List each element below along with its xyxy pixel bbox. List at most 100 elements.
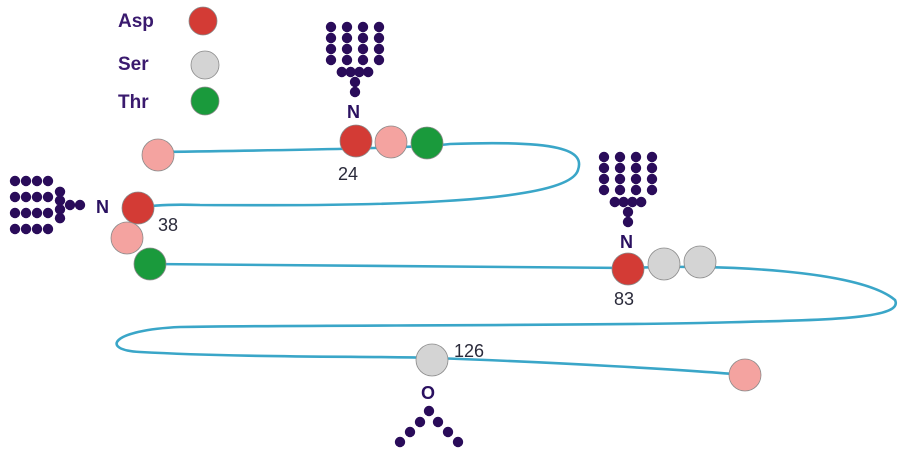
sugar-residue — [341, 43, 353, 55]
sugar-residue — [42, 207, 54, 219]
sugar-residue — [31, 207, 43, 219]
legend-label-asp: Asp — [118, 11, 154, 32]
legend-label-thr: Thr — [118, 92, 149, 113]
residue-pink — [374, 125, 408, 159]
sugar-residue — [9, 175, 21, 187]
sugar-residue — [354, 66, 365, 78]
sugar-residue — [20, 223, 32, 235]
sugar-residue — [373, 32, 385, 44]
n-glycan-tree-83 — [598, 151, 658, 228]
sugar-residue — [349, 86, 361, 98]
residue-pink — [141, 138, 175, 172]
sugar-residue — [452, 436, 464, 448]
sugar-residue — [341, 21, 353, 33]
site-atom-n83: N — [620, 232, 633, 252]
n-glycan-tree-24 — [325, 21, 385, 98]
sugar-residue — [336, 66, 347, 78]
sugar-residue — [404, 426, 416, 438]
sugar-residue — [432, 416, 444, 428]
legend-label-ser: Ser — [118, 54, 149, 75]
sugar-residue — [646, 151, 658, 163]
sugar-residue — [630, 184, 642, 196]
residue-asp-24 — [339, 124, 373, 158]
sugar-residue — [646, 162, 658, 174]
sugar-residue — [345, 66, 356, 78]
sugar-residue — [423, 405, 435, 417]
sugar-residue — [31, 223, 43, 235]
protein-chain — [115, 141, 898, 377]
legend-swatch-asp — [188, 6, 218, 36]
sugar-residue — [598, 162, 610, 174]
sugar-residue — [598, 173, 610, 185]
sugar-residue — [20, 175, 32, 187]
sugar-residue — [357, 32, 369, 44]
sugar-residue — [646, 184, 658, 196]
residue-thr — [410, 126, 444, 160]
residue-ser — [647, 247, 681, 281]
sugar-residue — [442, 426, 454, 438]
sugar-residue — [394, 436, 406, 448]
sugar-residue — [373, 43, 385, 55]
sugar-residue — [630, 162, 642, 174]
sugar-residue — [349, 76, 361, 88]
sugar-residue — [614, 184, 626, 196]
site-atom-n24: N — [347, 102, 360, 122]
sugar-residue — [630, 151, 642, 163]
site-atom-n38: N — [96, 197, 109, 217]
sugar-residue — [325, 32, 337, 44]
residue-ser — [683, 245, 717, 279]
sugar-residue — [363, 66, 374, 78]
sugar-residue — [20, 191, 32, 203]
sugar-residue — [42, 175, 54, 187]
residue-thr — [133, 247, 167, 281]
sugar-residue — [373, 21, 385, 33]
sugar-residue — [614, 151, 626, 163]
residue-asp-83 — [611, 252, 645, 286]
site-position-38: 38 — [158, 215, 178, 235]
sugar-residue — [636, 196, 647, 208]
legend-swatch-ser — [190, 50, 220, 80]
sugar-residue — [325, 21, 337, 33]
sugar-residue — [341, 54, 353, 66]
sugar-residue — [618, 196, 629, 208]
residue-ser-126 — [415, 343, 449, 377]
sugar-residue — [341, 32, 353, 44]
sugar-residue — [609, 196, 620, 208]
sugar-residue — [646, 173, 658, 185]
sugar-residue — [20, 207, 32, 219]
sugar-residue — [357, 54, 369, 66]
sugar-residue — [622, 206, 634, 218]
sugar-residue — [414, 416, 426, 428]
residue-pink — [110, 221, 144, 255]
sugar-residue — [630, 173, 642, 185]
residue-asp-38 — [121, 191, 155, 225]
sugar-residue — [622, 216, 634, 228]
legend: Asp Ser Thr — [118, 6, 220, 116]
sugar-residue — [598, 184, 610, 196]
sugar-residue — [9, 223, 21, 235]
sugar-residue — [373, 54, 385, 66]
sugar-residue — [614, 173, 626, 185]
sugar-residue — [64, 199, 76, 211]
sugar-residue — [54, 204, 66, 215]
site-position-24: 24 — [338, 164, 358, 184]
sugar-residue — [42, 223, 54, 235]
sugar-residue — [614, 162, 626, 174]
sugar-residue — [9, 191, 21, 203]
sugar-residue — [357, 21, 369, 33]
sugar-residue — [31, 175, 43, 187]
site-position-83: 83 — [614, 289, 634, 309]
site-atom-o126: O — [421, 383, 435, 403]
sugar-residue — [31, 191, 43, 203]
sugar-residue — [9, 207, 21, 219]
sugar-residue — [54, 186, 66, 197]
n-glycan-tree-38 — [9, 175, 86, 235]
site-position-126: 126 — [454, 341, 484, 361]
sugar-residue — [42, 191, 54, 203]
sugar-residue — [54, 195, 66, 206]
residue-pink — [728, 358, 762, 392]
legend-swatch-thr — [190, 86, 220, 116]
sugar-residue — [598, 151, 610, 163]
sugar-residue — [74, 199, 86, 211]
